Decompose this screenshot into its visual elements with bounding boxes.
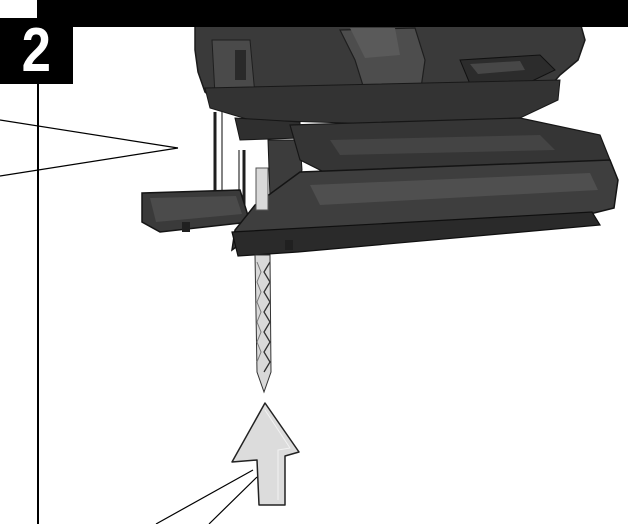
insert-direction-arrow-icon	[231, 402, 300, 506]
callout-leader-lines	[0, 119, 258, 524]
base-plate	[141, 159, 619, 257]
saw-blade	[254, 167, 272, 394]
gear-housing	[289, 117, 611, 176]
step-number: 2	[21, 16, 52, 85]
header-bar	[37, 0, 628, 27]
jigsaw-housing	[194, 21, 586, 125]
step-number-badge: 2	[0, 18, 73, 84]
margin-rule	[37, 84, 39, 524]
